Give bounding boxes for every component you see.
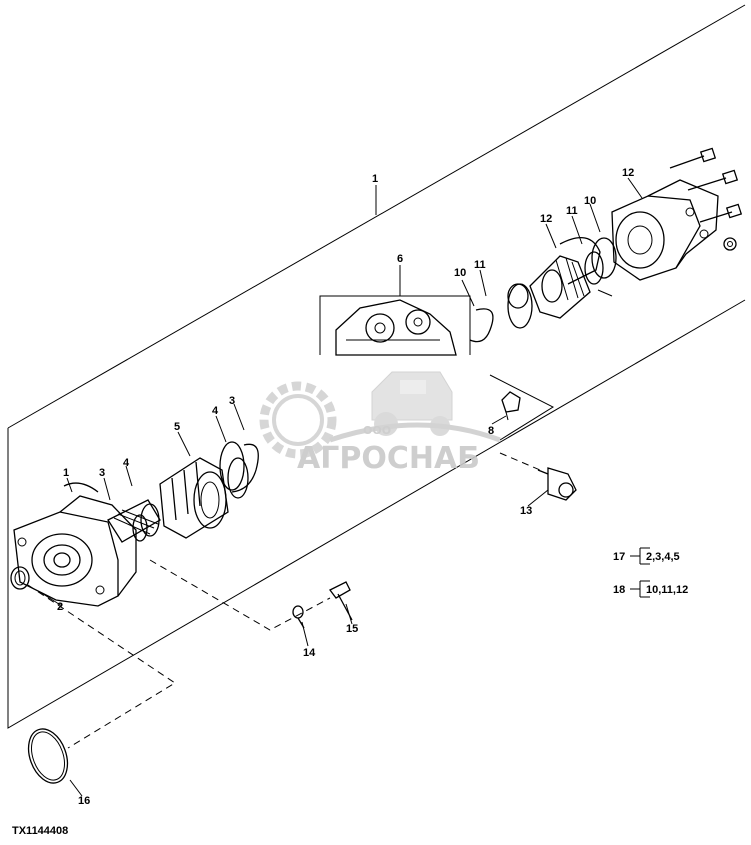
callout-2: 2 <box>57 601 63 613</box>
seal-rings-left <box>132 503 160 542</box>
front-housing <box>13 482 137 607</box>
callout-4a: 4 <box>123 457 130 469</box>
harvester-logo-icon <box>329 371 501 443</box>
seal-rings-mid <box>469 283 533 343</box>
callout-13: 13 <box>520 505 532 517</box>
dashed-leaders <box>27 452 541 749</box>
callout-12b: 12 <box>622 167 634 179</box>
callout-3a: 3 <box>99 467 105 479</box>
kit-18-number: 18 <box>613 584 625 596</box>
callout-14: 14 <box>303 647 316 659</box>
callout-12a: 12 <box>540 213 552 225</box>
detail-frame-item-6 <box>319 265 555 441</box>
callout-leaders <box>39 177 643 797</box>
watermark-brand: АГРОСНАБ <box>297 441 480 476</box>
callout-11a: 11 <box>474 259 486 271</box>
shaft-seal <box>10 566 30 590</box>
callout-10a: 10 <box>454 267 466 279</box>
gear-housing <box>159 457 229 539</box>
bolts <box>669 147 743 251</box>
kit-legend-17: 17 2,3,4,5 <box>613 547 680 565</box>
rear-cover <box>611 179 719 281</box>
callout-1b: 1 <box>63 467 69 479</box>
callout-8: 8 <box>488 425 494 437</box>
callout-10b: 10 <box>584 195 596 207</box>
callout-3b: 3 <box>229 395 235 407</box>
gear-pair <box>529 236 601 319</box>
callout-5: 5 <box>174 421 180 433</box>
watermark: ООО АГРОСНАБ <box>259 371 501 476</box>
callout-15: 15 <box>346 623 358 635</box>
o-ring-item-16 <box>27 728 69 784</box>
figure-id: TX1144408 <box>12 825 68 837</box>
kit-17-number: 17 <box>613 551 625 563</box>
seal-plates <box>219 441 259 499</box>
callout-1: 1 <box>372 173 378 185</box>
callout-16: 16 <box>78 795 90 807</box>
seal-rings-right <box>584 237 617 297</box>
callout-11b: 11 <box>566 205 578 217</box>
callout-6: 6 <box>397 253 403 265</box>
watermark-company-type: ООО <box>363 424 391 437</box>
kit-18-contents: 10,11,12 <box>646 584 688 596</box>
valve-item-13 <box>537 467 577 501</box>
gear-logo-icon <box>259 381 337 459</box>
cutaway-pump-body <box>335 299 457 356</box>
assembly-outline <box>7 4 746 729</box>
callout-4b: 4 <box>212 405 219 417</box>
kit-17-contents: 2,3,4,5 <box>646 551 680 563</box>
fitting-item-8 <box>501 391 521 421</box>
kit-legend-18: 18 10,11,12 <box>613 580 688 598</box>
